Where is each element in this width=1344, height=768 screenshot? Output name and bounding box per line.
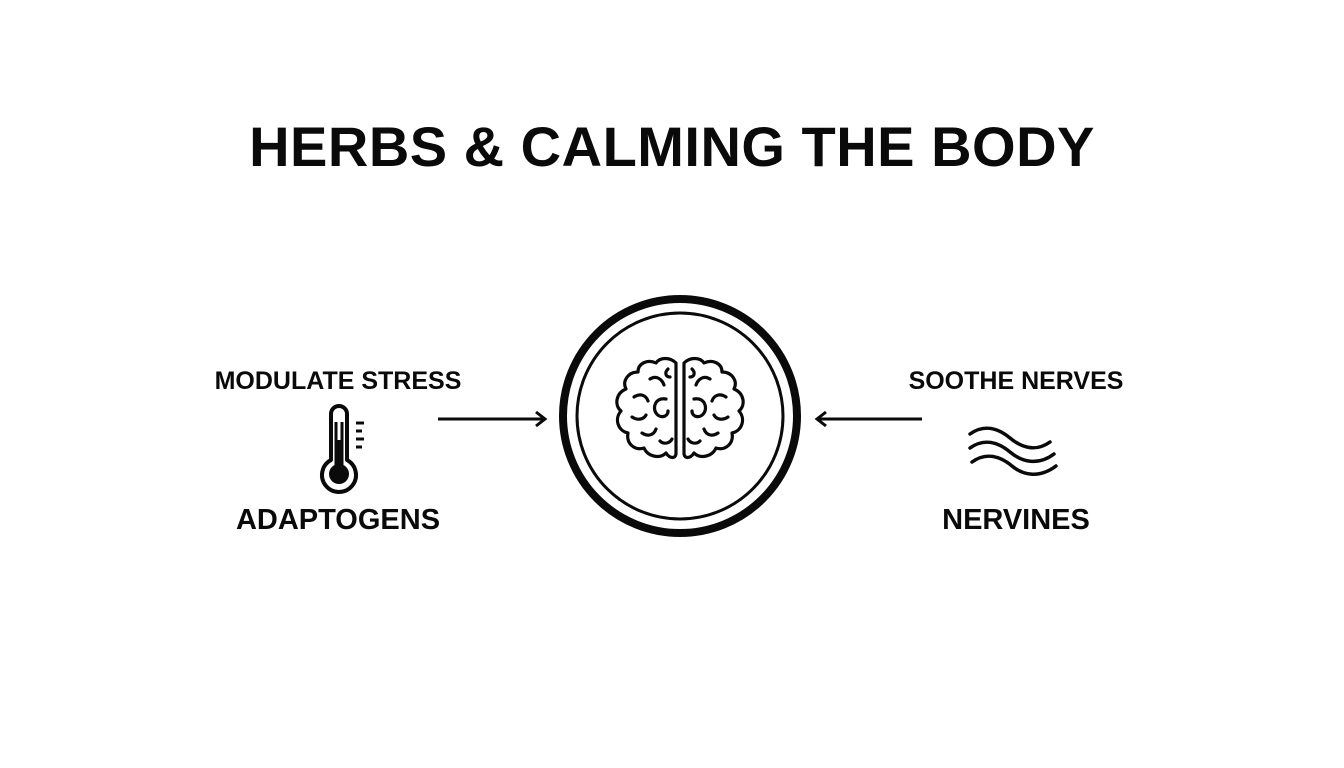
thermometer-icon [320,404,364,494]
modulate-stress-label: MODULATE STRESS [214,367,462,395]
adaptogens-label: ADAPTOGENS [235,504,441,536]
page-title: HERBS & CALMING THE BODY [249,115,1095,178]
nervines-label: NERVINES [942,504,1090,536]
soothe-nerves-label: SOOTHE NERVES [908,367,1124,395]
double-circle-frame [559,295,801,537]
waves-icon [968,426,1058,476]
arrow-right-icon [438,410,548,428]
brain-icon [615,356,745,460]
arrow-left-icon [814,410,922,428]
